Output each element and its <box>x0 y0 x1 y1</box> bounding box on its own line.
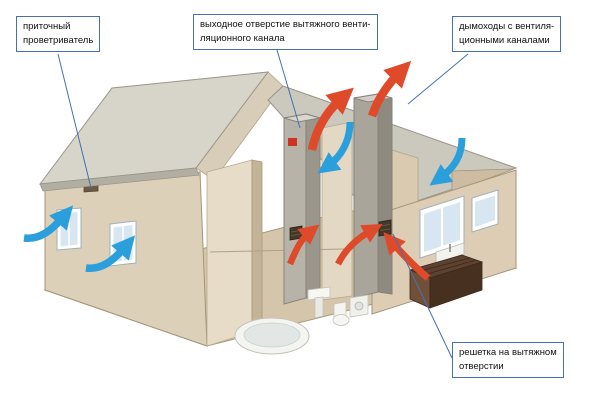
callout-text: выходное отверстие вытяжного венти- <box>200 19 371 30</box>
callout-text: дымоходы с вентиля- <box>459 21 555 32</box>
exhaust-arrow-grille-1 <box>287 224 320 266</box>
intake-arrow-roof <box>317 121 354 174</box>
stack-logo <box>288 138 297 146</box>
vent-stack-2 <box>353 93 393 299</box>
leader-grille <box>392 233 453 359</box>
leader-lines <box>57 49 469 359</box>
stove-grid-line <box>419 257 471 272</box>
callout-text: ционными каналами <box>459 34 550 46</box>
callout-text: проветриватель <box>23 34 94 46</box>
callout-text: решетка на вытяжном <box>459 347 557 358</box>
callout-exhaust-outlet: выходное отверстие вытяжного венти- ляци… <box>193 14 378 50</box>
exhaust-arrow-stack-1-top <box>307 87 354 151</box>
stove-grid-line <box>426 259 477 275</box>
bathroom <box>234 286 369 355</box>
callout-chimneys: дымоходы с вентиля- ционными каналами <box>452 16 562 52</box>
leader-exhaust-outlet <box>276 49 301 129</box>
exhaust-arrow-stack-2-top <box>367 60 412 118</box>
exhaust-arrow-grille-2 <box>335 223 383 266</box>
stack-2-side <box>377 93 393 295</box>
callout-supply-vent: приточный проветриватель <box>16 16 101 52</box>
leader-chimneys <box>407 53 469 105</box>
pedestal-sink-stand <box>314 296 324 319</box>
kitchen-sink <box>435 242 465 264</box>
callout-grille: решетка на вытяжном отверстии <box>452 342 564 378</box>
pedestal-sink-bowl <box>307 286 331 301</box>
partition-face <box>206 159 253 347</box>
partition-edge <box>251 159 263 333</box>
partition-between-stacks <box>321 121 353 301</box>
stack-2-front <box>353 93 379 299</box>
exhaust-grille-2 <box>378 219 392 237</box>
intake-arrows <box>23 121 466 272</box>
washing-machine-door <box>354 301 364 311</box>
callout-text: отверстии <box>459 360 504 372</box>
bathtub-basin <box>243 322 301 348</box>
intake-arrow-window-1 <box>23 205 74 242</box>
leader-supply-vent <box>57 53 92 189</box>
exhaust-arrows <box>287 60 431 281</box>
callout-text: ляционного канала <box>200 32 285 44</box>
intake-arrow-window-2 <box>85 235 136 272</box>
callout-text: приточный <box>23 21 71 32</box>
stove-side <box>429 261 483 309</box>
toilet-bowl <box>332 314 350 326</box>
exhaust-arrow-kitchen <box>383 232 431 281</box>
left-wall <box>44 171 208 347</box>
roof-left-eave <box>39 167 200 192</box>
intake-arrow-right <box>429 137 466 186</box>
window-4-pane <box>475 195 495 227</box>
